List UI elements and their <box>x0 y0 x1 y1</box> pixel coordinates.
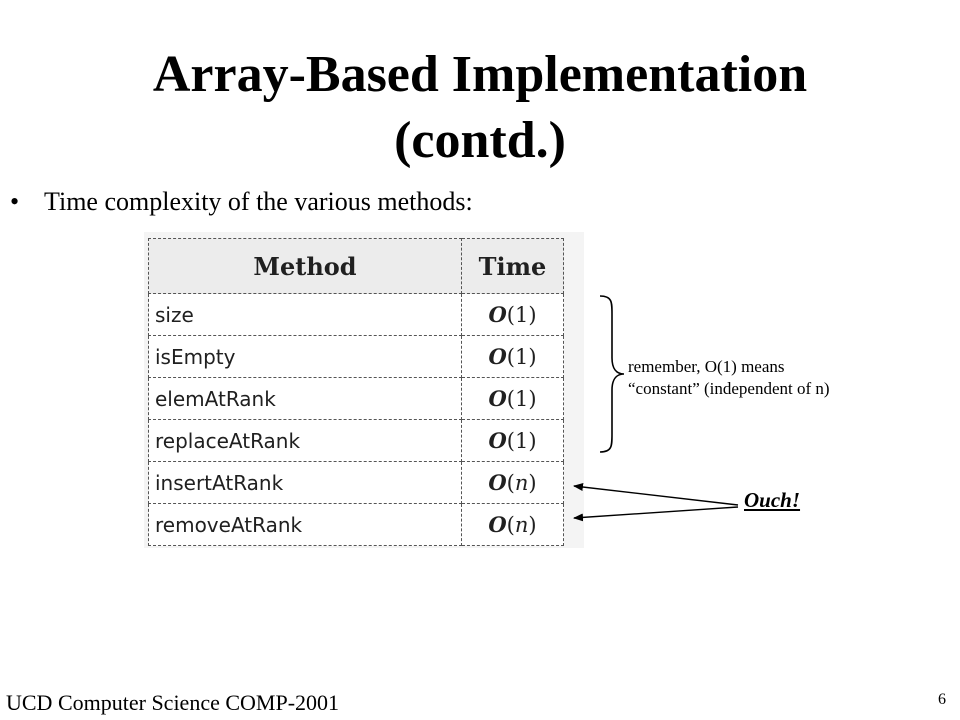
big-o-symbol: O <box>488 470 507 495</box>
complexity-argument: 1 <box>514 345 529 369</box>
big-o-symbol: O <box>488 386 507 411</box>
complexity-argument: n <box>514 471 529 495</box>
method-cell: insertAtRank <box>148 461 462 504</box>
complexity-argument: 1 <box>514 387 529 411</box>
column-header-time: Time <box>461 238 564 294</box>
method-cell: elemAtRank <box>148 377 462 420</box>
bullet-item: • Time complexity of the various methods: <box>10 186 473 218</box>
method-cell: isEmpty <box>148 335 462 378</box>
slide-title: Array-Based Implementation (contd.) <box>0 42 960 174</box>
page-number: 6 <box>938 691 946 708</box>
curly-brace-icon <box>599 295 625 453</box>
method-cell: size <box>148 293 462 336</box>
method-cell: replaceAtRank <box>148 419 462 462</box>
ouch-label: Ouch! <box>744 488 801 512</box>
bullet-text: Time complexity of the various methods: <box>44 187 473 216</box>
arrow-to-insert-icon <box>573 483 739 506</box>
method-cell: removeAtRank <box>148 503 462 546</box>
big-o-symbol: O <box>488 428 507 453</box>
slide-title-line-2: (contd.) <box>394 112 566 169</box>
time-cell: O(1) <box>461 419 564 462</box>
time-cell: O(1) <box>461 377 564 420</box>
time-cell: O(n) <box>461 461 564 504</box>
time-cell: O(n) <box>461 503 564 546</box>
complexity-argument: 1 <box>514 429 529 453</box>
time-cell: O(1) <box>461 293 564 336</box>
big-o-symbol: O <box>488 302 507 327</box>
constant-time-note: remember, O(1) means “constant” (indepen… <box>628 356 830 400</box>
bullet-dot: • <box>10 187 20 216</box>
big-o-symbol: O <box>488 344 507 369</box>
complexity-argument: 1 <box>514 303 529 327</box>
note-line-2: “constant” (independent of n) <box>628 379 830 398</box>
arrow-to-remove-icon <box>573 506 739 522</box>
note-line-1: remember, O(1) means <box>628 357 785 376</box>
time-cell: O(1) <box>461 335 564 378</box>
table-header-row: Method Time <box>148 238 564 294</box>
big-o-symbol: O <box>488 512 507 537</box>
footer-course: UCD Computer Science COMP-2001 <box>6 690 340 715</box>
slide-title-line-1: Array-Based Implementation <box>152 46 808 103</box>
column-header-method: Method <box>148 238 462 294</box>
complexity-argument: n <box>514 513 529 537</box>
